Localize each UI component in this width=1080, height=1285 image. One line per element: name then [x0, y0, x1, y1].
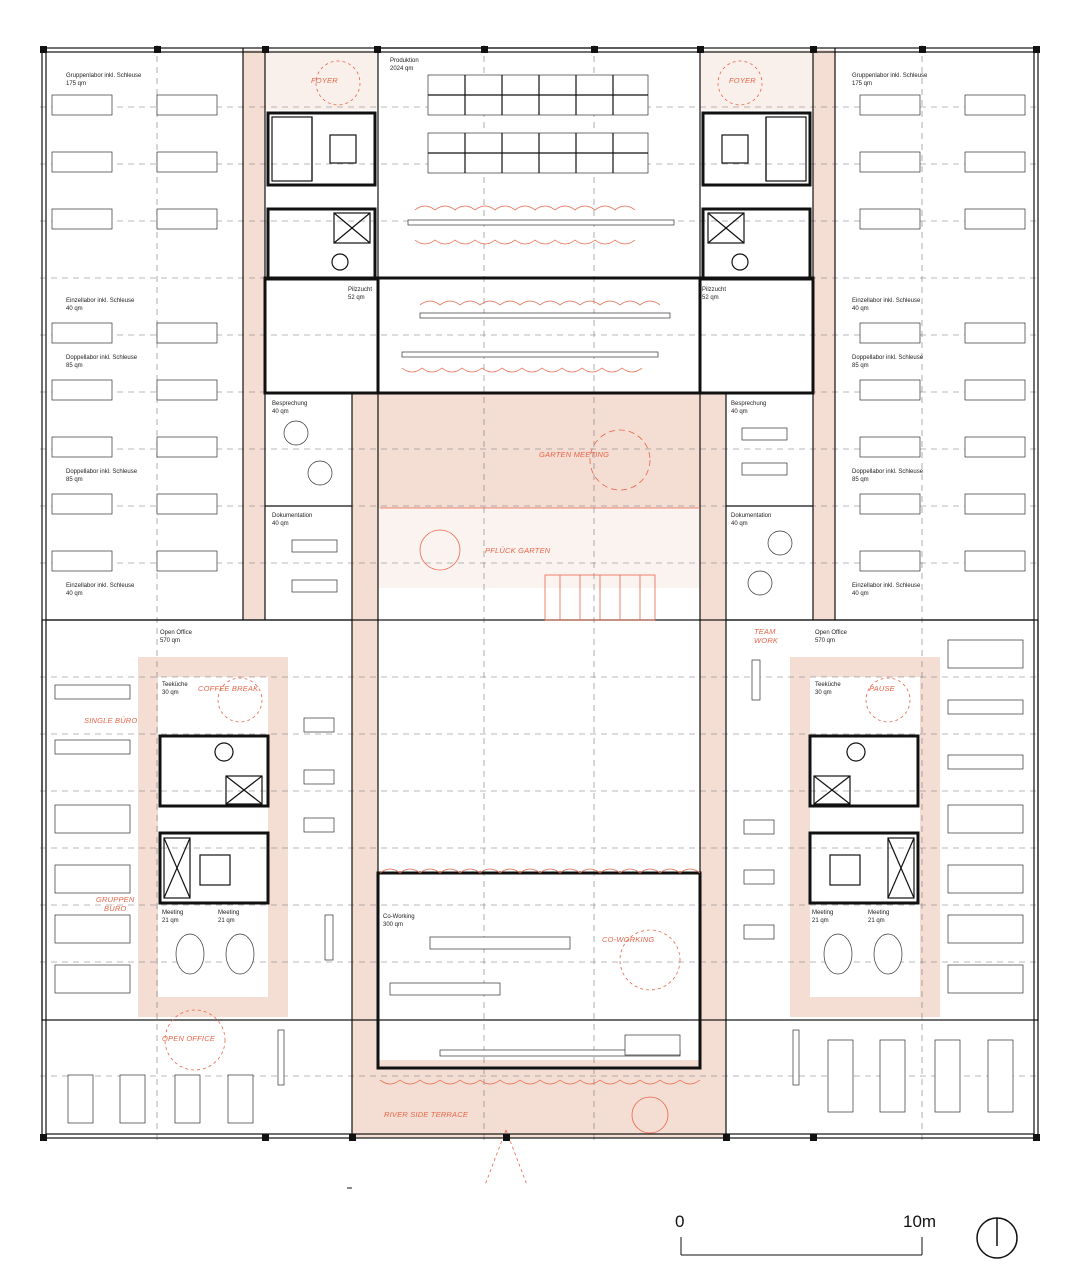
dokumentation-right-name: Dokumentation [731, 513, 771, 519]
pilzzucht-left-area: 52 qm [348, 295, 365, 301]
gruppenlabor-left-name: Gruppenlabor inkl. Schleuse [66, 73, 142, 79]
production-shelving [401, 74, 675, 358]
zone-team: TEAM [754, 627, 776, 636]
einzellabor-left-2-area: 40 qm [66, 591, 83, 597]
besprechung-left-area: 40 qm [272, 409, 289, 415]
einzellabor-left-1-name: Einzellabor inkl. Schleuse [66, 298, 135, 304]
zone-open-office: OPEN OFFICE [162, 1034, 216, 1043]
zone-pflueck-garten: PFLÜCK GARTEN [485, 546, 551, 555]
doppellabor-left-1-name: Doppellabor inkl. Schleuse [66, 355, 138, 361]
meeting-l1-name: Meeting [162, 910, 183, 916]
teekueche-right-area: 30 qm [815, 690, 832, 696]
lab-benches-left [51, 94, 218, 572]
room-labels: Gruppenlabor inkl. Schleuse 175 qm Grupp… [66, 58, 928, 928]
openoffice-left-name: Open Office [160, 630, 193, 636]
core-bottom-right [808, 734, 920, 905]
doppellabor-right-2-area: 85 qm [852, 477, 869, 483]
zone-foyer-right: FOYER [729, 76, 756, 85]
teekueche-left-name: Teeküche [162, 682, 188, 688]
besprechung-right-name: Besprechung [731, 401, 766, 407]
zone-river-side-terrace: RIVER SIDE TERRACE [384, 1110, 469, 1119]
furniture [54, 420, 1024, 1124]
zone-foyer-left: FOYER [311, 76, 338, 85]
gruppenlabor-right-name: Gruppenlabor inkl. Schleuse [852, 73, 928, 79]
coworking-name: Co-Working [383, 914, 415, 920]
meeting-l2-name: Meeting [218, 910, 239, 916]
columns [40, 46, 1040, 1141]
meeting-l1-area: 21 qm [162, 918, 179, 924]
meeting-r2-name: Meeting [868, 910, 889, 916]
coworking-area: 300 qm [383, 922, 403, 928]
einzellabor-left-1-area: 40 qm [66, 306, 83, 312]
teekueche-right-name: Teeküche [815, 682, 841, 688]
scale-end-label: 10m [903, 1212, 936, 1231]
einzellabor-right-2-name: Einzellabor inkl. Schleuse [852, 583, 921, 589]
produktion-name: Produktion [390, 58, 419, 64]
doppellabor-left-2-name: Doppellabor inkl. Schleuse [66, 469, 138, 475]
zone-coffee-break: COFFEE BREAK [198, 684, 259, 693]
teekueche-left-area: 30 qm [162, 690, 179, 696]
einzellabor-right-1-name: Einzellabor inkl. Schleuse [852, 298, 921, 304]
core-bottom-left [158, 734, 270, 905]
zone-pause: PAUSE [869, 684, 896, 693]
building-walls [41, 47, 1039, 1139]
openoffice-left-area: 570 qm [160, 638, 180, 644]
doppellabor-right-1-area: 85 qm [852, 363, 869, 369]
planting [164, 60, 911, 1186]
meeting-r2-area: 21 qm [868, 918, 885, 924]
zone-gruppen: GRUPPEN [96, 895, 135, 904]
doppellabor-left-2-area: 85 qm [66, 477, 83, 483]
produktion-area: 2024 qm [390, 66, 413, 72]
einzellabor-right-2-area: 40 qm [852, 591, 869, 597]
zone-labels: FOYER FOYER GARTEN MEETING PFLÜCK GARTEN… [84, 76, 896, 1119]
lab-benches-right [859, 94, 1026, 572]
zone-work: WORK [754, 636, 779, 645]
north-arrow-icon [976, 1217, 1018, 1259]
einzellabor-left-2-name: Einzellabor inkl. Schleuse [66, 583, 135, 589]
dokumentation-right-area: 40 qm [731, 521, 748, 527]
pilzzucht-right-name: Pilzzucht [702, 287, 726, 293]
besprechung-left-name: Besprechung [272, 401, 307, 407]
scale-bar: 0 10m [675, 1212, 936, 1256]
openoffice-right-name: Open Office [815, 630, 848, 636]
doppellabor-left-1-area: 85 qm [66, 363, 83, 369]
pilzzucht-right-area: 52 qm [702, 295, 719, 301]
core-top-right [701, 111, 812, 281]
dokumentation-left-area: 40 qm [272, 521, 289, 527]
zone-buero: BÜRO [104, 904, 126, 913]
circulation-areas [138, 50, 940, 1138]
meeting-r1-name: Meeting [812, 910, 833, 916]
zone-single-buero: SINGLE BÜRO [84, 716, 137, 725]
zone-co-working: CO-WORKING [602, 935, 654, 944]
meeting-l2-area: 21 qm [218, 918, 235, 924]
doppellabor-right-2-name: Doppellabor inkl. Schleuse [852, 469, 924, 475]
zone-garten-meeting: GARTEN MEETING [539, 450, 609, 459]
doppellabor-right-1-name: Doppellabor inkl. Schleuse [852, 355, 924, 361]
core-top-left [266, 111, 377, 281]
openoffice-right-area: 570 qm [815, 638, 835, 644]
besprechung-right-area: 40 qm [731, 409, 748, 415]
meeting-r1-area: 21 qm [812, 918, 829, 924]
gruppenlabor-left-area: 175 qm [66, 81, 86, 87]
einzellabor-right-1-area: 40 qm [852, 306, 869, 312]
scale-start-label: 0 [675, 1212, 684, 1231]
gruppenlabor-right-area: 175 qm [852, 81, 872, 87]
dokumentation-left-name: Dokumentation [272, 513, 312, 519]
pilzzucht-left-name: Pilzzucht [348, 287, 372, 293]
